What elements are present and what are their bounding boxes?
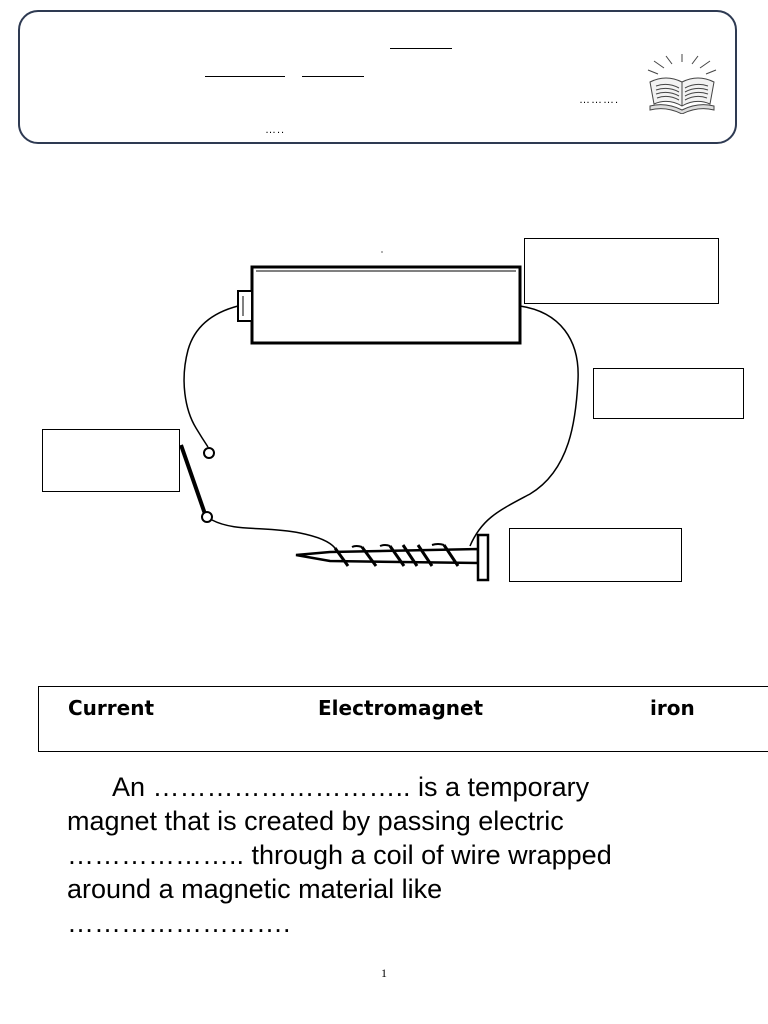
paragraph-line: ……………….. through a coil of wire wrapped — [67, 840, 612, 870]
battery-terminal — [237, 290, 253, 322]
electromagnet-circuit-diagram — [179, 251, 579, 582]
wire-right — [469, 305, 579, 547]
open-book-icon — [647, 54, 717, 114]
header-blank-line-1 — [390, 48, 452, 49]
switch-pivot — [201, 511, 213, 523]
word-bank: Current Electromagnet iron — [38, 686, 768, 752]
paragraph-line: An ……………………….. is a temporary — [112, 772, 590, 802]
header-blank-line-2 — [205, 76, 285, 77]
label-box-switch[interactable] — [42, 429, 180, 492]
header-dots-bottom: ….. — [265, 124, 286, 136]
label-box-battery[interactable] — [524, 238, 719, 304]
word-bank-item: Current — [68, 696, 155, 720]
wire-bottom-left — [211, 519, 336, 549]
wire-left — [183, 305, 239, 448]
battery — [250, 265, 522, 345]
header-blank-line-3 — [302, 76, 364, 77]
paragraph-line: magnet that is created by passing electr… — [67, 806, 564, 836]
nail-head — [476, 533, 490, 582]
label-box-nail[interactable] — [509, 528, 682, 582]
label-box-wire[interactable] — [593, 368, 744, 419]
paragraph-line: around a magnetic material like — [67, 874, 443, 904]
header-box — [18, 10, 737, 144]
word-bank-item: Electromagnet — [318, 696, 484, 720]
word-bank-item: iron — [650, 696, 695, 720]
fill-in-paragraph: An ……………………….. is a temporary magnet tha… — [67, 770, 727, 940]
header-dots-right: ………. — [579, 94, 620, 106]
page-number: 1 — [381, 966, 387, 980]
paragraph-line: ……………………. — [67, 908, 291, 938]
switch-lever — [179, 444, 207, 515]
wire-coil — [333, 543, 460, 567]
switch-contact — [203, 447, 215, 459]
